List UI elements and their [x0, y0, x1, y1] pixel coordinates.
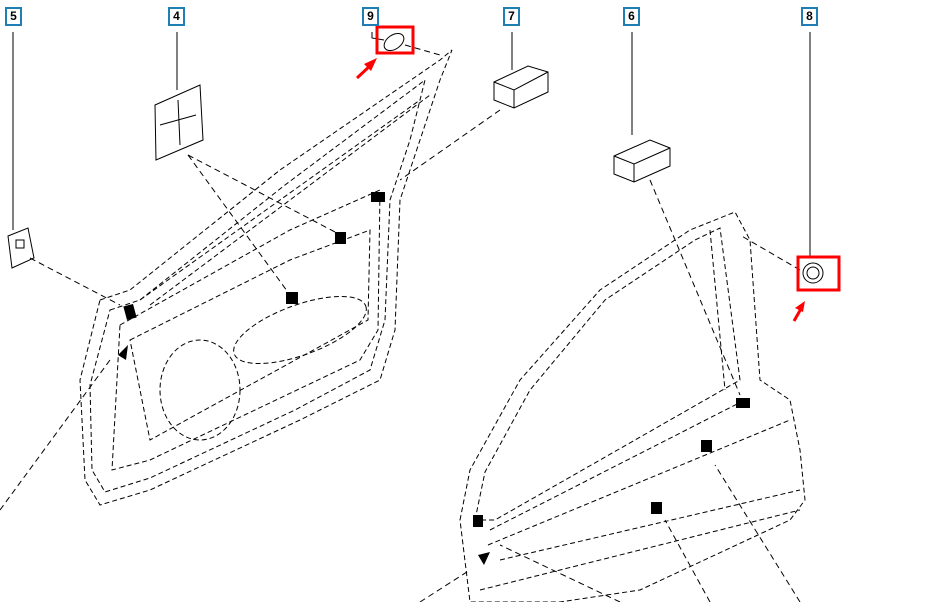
part-7-block: [493, 65, 549, 109]
part-4-pad: [154, 84, 204, 161]
part-8-grommet: [802, 262, 824, 284]
highlight-box-part-8: [796, 255, 841, 292]
callout-8[interactable]: 8: [801, 7, 818, 26]
clip-markers: [118, 192, 750, 565]
callout-4[interactable]: 4: [168, 7, 185, 26]
part-5-hole: [15, 239, 25, 249]
callout-9[interactable]: 9: [362, 7, 379, 26]
assembly-arrows: [0, 44, 801, 602]
leader-line-9: [371, 32, 385, 41]
highlights: [355, 25, 841, 322]
callout-5[interactable]: 5: [5, 7, 22, 26]
part-9-plug: [383, 32, 405, 52]
part-6-block: [613, 139, 671, 183]
part-5-clip: [7, 227, 35, 269]
front-door-left: [79, 49, 453, 506]
callout-6[interactable]: 6: [623, 7, 640, 26]
highlight-box-part-9: [375, 25, 415, 55]
callout-7[interactable]: 7: [503, 7, 520, 26]
front-door-right: [459, 211, 806, 602]
